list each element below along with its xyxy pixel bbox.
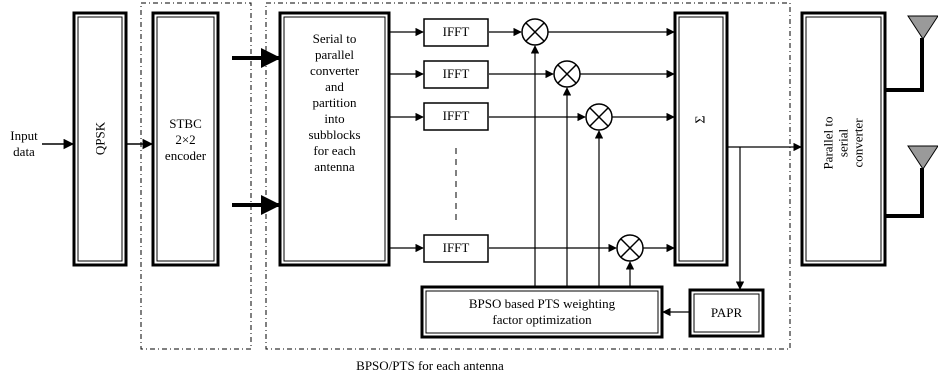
ps-line1: Parallel to bbox=[820, 116, 836, 170]
input-label: Input data bbox=[4, 128, 44, 160]
serial-to-parallel-block bbox=[278, 11, 391, 267]
antenna-icon-2 bbox=[907, 145, 938, 170]
antenna-feed-2 bbox=[886, 168, 924, 218]
multiplier-2 bbox=[553, 60, 581, 88]
papr-block bbox=[688, 288, 765, 338]
sp-line: subblocks bbox=[308, 127, 361, 142]
papr-label: PAPR bbox=[710, 305, 743, 320]
input-label-line2: data bbox=[13, 144, 35, 159]
ifft-label-1: IFFT bbox=[442, 24, 470, 39]
ifft-block-3 bbox=[423, 102, 489, 131]
stbc-label-line1: STBC bbox=[169, 116, 202, 131]
stbc-label: STBC 2×2 encoder bbox=[153, 116, 218, 164]
qpsk-block bbox=[72, 11, 128, 267]
bpso-pts-group-border bbox=[265, 2, 791, 350]
bpso-optimizer-block bbox=[420, 285, 664, 339]
ifft-label-2: IFFT bbox=[442, 66, 470, 81]
ifft-block-1 bbox=[423, 18, 489, 47]
stbc-label-line3: encoder bbox=[164, 148, 207, 163]
multiplier-3 bbox=[585, 103, 613, 131]
ps-line2: serial bbox=[835, 128, 851, 158]
bpso-label-line1: BPSO based PTS weighting bbox=[468, 296, 616, 311]
bpso-label-line2: factor optimization bbox=[492, 312, 592, 327]
input-label-line1: Input bbox=[10, 128, 38, 143]
sp-line: parallel bbox=[315, 47, 354, 62]
sp-line: and bbox=[325, 79, 344, 94]
stbc-label-line2: 2×2 bbox=[175, 132, 196, 147]
stbc-encoder-block bbox=[151, 11, 220, 267]
sp-line: partition bbox=[312, 95, 357, 110]
sp-line: converter bbox=[309, 63, 360, 78]
sp-line: antenna bbox=[314, 159, 355, 174]
ifft-label-3: IFFT bbox=[442, 108, 470, 123]
qpsk-label: QPSK bbox=[92, 121, 108, 156]
ps-line3: converter bbox=[850, 118, 866, 168]
sum-block bbox=[673, 11, 729, 267]
parallel-to-serial-block bbox=[800, 11, 887, 267]
bpso-label: BPSO based PTS weighting factor optimiza… bbox=[422, 296, 662, 328]
serial-to-parallel-label: Serial to parallel converter and partiti… bbox=[280, 31, 389, 175]
ifft-block-4 bbox=[423, 234, 489, 263]
parallel-to-serial-label: Parallel to serial converter bbox=[821, 83, 867, 204]
multiplier-1 bbox=[521, 18, 549, 46]
multiplier-4 bbox=[616, 234, 644, 262]
antenna-feed-1 bbox=[886, 38, 924, 92]
ifft-block-2 bbox=[423, 60, 489, 89]
sp-line: into bbox=[324, 111, 345, 126]
diagram-caption: BPSO/PTS for each antenna bbox=[356, 358, 504, 373]
sum-label: Σ bbox=[693, 115, 709, 124]
sp-line: for each bbox=[313, 143, 356, 158]
sp-line: Serial to bbox=[312, 31, 357, 46]
antenna-icon-1 bbox=[907, 15, 938, 40]
ifft-label-4: IFFT bbox=[442, 240, 470, 255]
